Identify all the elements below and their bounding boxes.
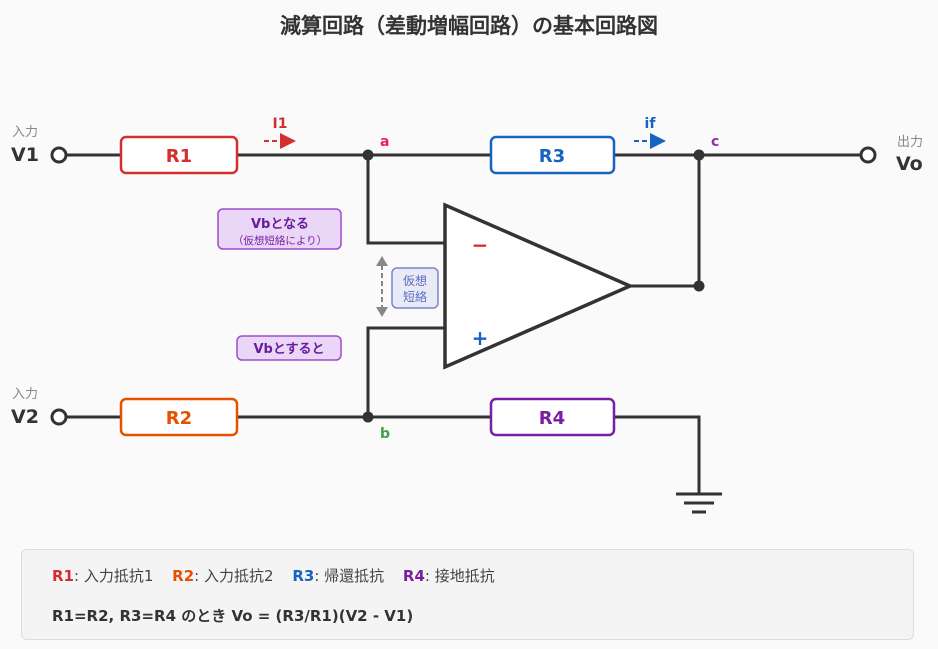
virtual-short-text-2: 短絡 — [403, 289, 427, 304]
resistor-r4[interactable] — [489, 397, 616, 437]
legend-item-r1: R1: 入力抵抗1 — [52, 567, 153, 585]
resistor-r2[interactable] — [119, 397, 239, 437]
virtual-short-arrow-icon — [376, 256, 388, 317]
junction-output — [693, 280, 705, 292]
opamp-triangle — [443, 202, 635, 370]
annotation-vb-assume — [236, 335, 342, 361]
legend-desc-r3: : 帰還抵抗 — [314, 567, 385, 585]
resistor-r1[interactable] — [119, 135, 239, 175]
annotation-vb-becomes-text: Vbとなる — [251, 217, 309, 232]
wire-node-a-inverting — [366, 155, 445, 245]
junction-a — [362, 149, 374, 161]
legend-key-r2: R2 — [172, 567, 195, 585]
resistor-r3[interactable] — [489, 135, 616, 175]
legend-desc-r2: : 入力抵抗2 — [194, 567, 274, 585]
resistor-r1-label: R1 — [166, 146, 192, 167]
vo-label: Vo — [896, 153, 923, 175]
wire-r4-ground — [614, 415, 701, 494]
junction-c — [693, 149, 705, 161]
virtual-short-badge — [391, 267, 439, 309]
v1-caption: 入力 — [12, 125, 38, 140]
legend-key-r4: R4 — [402, 567, 425, 585]
resistor-r2-label: R2 — [166, 408, 192, 429]
circuit-diagram: − + R1 R3 R2 R4 入力 V1 入力 V2 出力 Vo a b c … — [11, 116, 923, 514]
annotation-vb-becomes — [217, 208, 342, 250]
terminal-v1[interactable] — [50, 146, 68, 164]
gain-formula: R1=R2, R3=R4 のとき Vo = (R3/R1)(V2 - V1) — [52, 607, 414, 625]
current-if-label: if — [645, 116, 657, 132]
current-i1-label: I1 — [273, 116, 288, 132]
legend-desc-r4: : 接地抵抗 — [424, 567, 495, 585]
v1-label: V1 — [11, 144, 39, 166]
v2-label: V2 — [11, 406, 39, 428]
node-c-label: c — [711, 134, 719, 150]
vo-caption: 出力 — [897, 135, 923, 150]
legend-item-r4: R4: 接地抵抗 — [403, 567, 495, 585]
opamp-noninverting-sign: + — [472, 326, 489, 350]
terminal-vo[interactable] — [859, 146, 877, 164]
virtual-short-text-1: 仮想 — [403, 273, 427, 288]
wire-output-feedback — [630, 155, 701, 288]
diagram-title: 減算回路（差動増幅回路）の基本回路図 — [280, 14, 658, 38]
terminal-v2[interactable] — [50, 408, 68, 426]
junction-b — [362, 411, 374, 423]
legend-desc-r1: : 入力抵抗1 — [74, 567, 154, 585]
legend-panel: R1: 入力抵抗1 R2: 入力抵抗2 R3: 帰還抵抗 R4: 接地抵抗 R1… — [21, 549, 914, 640]
resistor-r3-label: R3 — [539, 146, 565, 167]
annotation-vb-assume-text: Vbとすると — [254, 342, 325, 357]
node-b-label: b — [380, 426, 390, 442]
node-a-label: a — [380, 134, 389, 150]
wire-node-b-noninverting — [366, 326, 445, 417]
legend-item-r3: R3: 帰還抵抗 — [292, 567, 384, 585]
legend-item-r2: R2: 入力抵抗2 — [172, 567, 273, 585]
opamp-inverting-sign: − — [472, 233, 489, 257]
resistor-r4-label: R4 — [539, 408, 565, 429]
annotation-vb-becomes-sub: （仮想短絡により） — [233, 234, 327, 247]
legend-key-r3: R3 — [292, 567, 315, 585]
ground-icon — [676, 492, 722, 514]
resistor-legend: R1: 入力抵抗1 R2: 入力抵抗2 R3: 帰還抵抗 R4: 接地抵抗 — [52, 565, 509, 586]
v2-caption: 入力 — [12, 387, 38, 402]
legend-key-r1: R1 — [52, 567, 74, 585]
